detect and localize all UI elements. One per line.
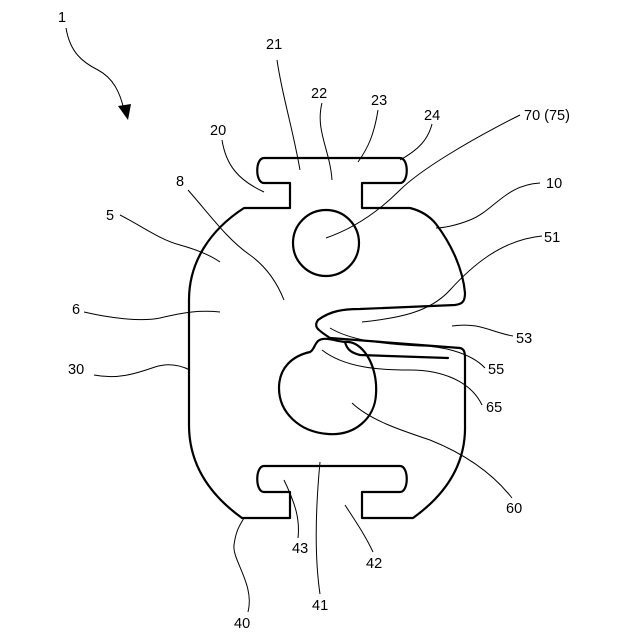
label-1: 1 — [58, 10, 66, 26]
arrowhead-1 — [118, 104, 131, 120]
leader-1 — [66, 28, 124, 110]
label-40: 40 — [234, 616, 250, 632]
label-55: 55 — [488, 362, 504, 378]
leader-60 — [352, 403, 512, 498]
leader-41 — [316, 462, 320, 594]
label-20: 20 — [210, 123, 226, 139]
label-8: 8 — [176, 174, 184, 190]
label-22: 22 — [311, 86, 327, 102]
label-23: 23 — [371, 93, 387, 109]
label-6: 6 — [72, 302, 80, 318]
label-41: 41 — [312, 598, 328, 614]
label-43: 43 — [292, 541, 308, 557]
label-60: 60 — [506, 501, 522, 517]
leader-30 — [94, 365, 190, 377]
leader-40 — [234, 518, 249, 612]
leader-53 — [452, 325, 513, 336]
label-70: 70 (75) — [524, 108, 570, 124]
leader-5 — [120, 215, 220, 262]
label-53: 53 — [516, 331, 532, 347]
leader-24 — [400, 124, 432, 160]
label-24: 24 — [424, 108, 440, 124]
label-5: 5 — [106, 208, 114, 224]
label-21: 21 — [266, 37, 282, 53]
leader-43 — [284, 480, 298, 538]
label-65: 65 — [486, 400, 502, 416]
label-10: 10 — [546, 176, 562, 192]
leader-8 — [188, 190, 284, 300]
leader-21 — [277, 60, 300, 170]
leader-65 — [322, 350, 482, 405]
leader-22 — [320, 103, 332, 180]
leader-6 — [84, 311, 220, 319]
leader-23 — [358, 110, 378, 162]
label-51: 51 — [544, 230, 560, 246]
lower-keyhole — [279, 339, 376, 434]
label-42: 42 — [366, 556, 382, 572]
leader-42 — [345, 505, 373, 552]
leader-70 — [326, 115, 520, 238]
upper-circle — [293, 210, 359, 276]
label-30: 30 — [68, 362, 84, 378]
leader-10 — [436, 183, 540, 228]
